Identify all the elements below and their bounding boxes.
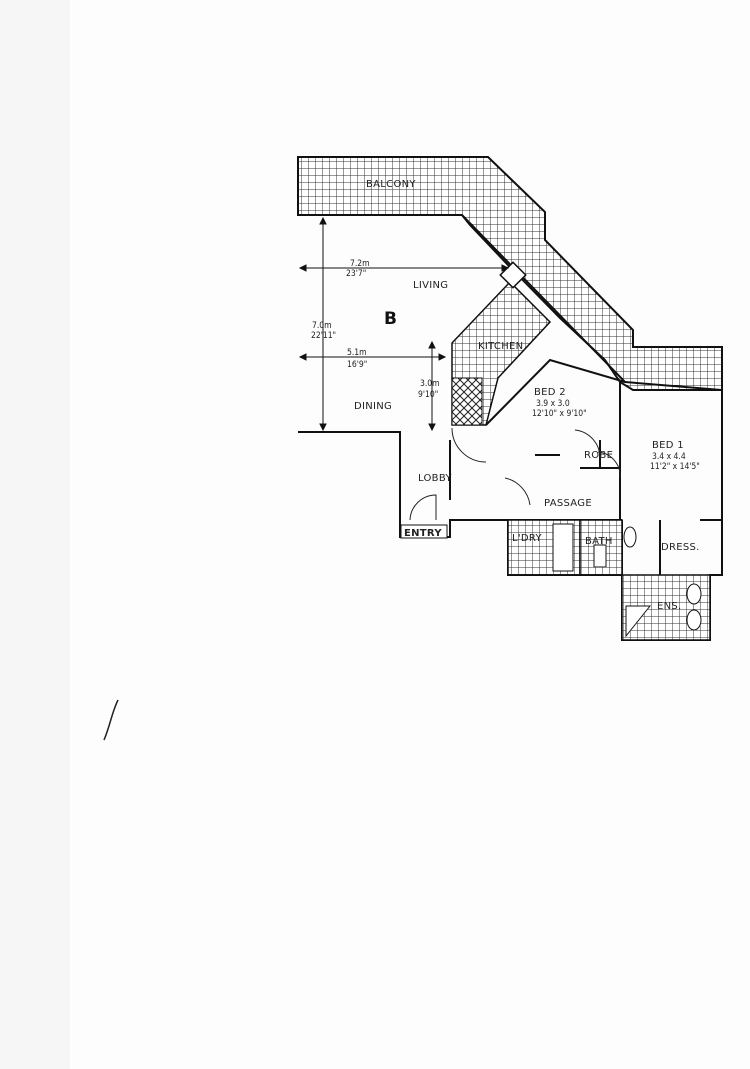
room-label-balcony: BALCONY — [366, 179, 416, 190]
bed2-size-metric: 3.9 x 3.0 — [536, 399, 570, 409]
living-width-metric: 7.2m — [350, 259, 370, 269]
room-label-laundry: L'DRY — [512, 533, 543, 544]
room-label-dining: DINING — [354, 401, 392, 412]
room-label-living: LIVING — [413, 280, 448, 291]
room-label-lobby: LOBBY — [418, 473, 452, 484]
door-swing — [451, 427, 487, 463]
room-label-bed1: BED 1 — [652, 440, 684, 451]
door-swing — [504, 477, 531, 506]
entry-door-swing — [409, 494, 437, 521]
room-label-dress: DRESS. — [661, 542, 700, 553]
unit-letter: B — [384, 309, 397, 329]
room-label-bath: BATH — [585, 536, 613, 547]
basin-icon — [686, 583, 702, 605]
toilet-icon — [593, 544, 607, 568]
room-label-kitchen: KITCHEN — [478, 341, 523, 352]
bed1-size-metric: 3.4 x 4.4 — [652, 452, 686, 462]
kitchen-cross-hatch — [451, 377, 483, 426]
door-swing — [574, 429, 601, 459]
bathtub-icon — [552, 523, 574, 572]
scan-edge-shadow — [0, 0, 70, 1069]
room-label-ensuite: ENS. — [657, 601, 682, 612]
room-label-bed2: BED 2 — [534, 387, 566, 398]
dimension-lines — [298, 216, 510, 432]
dining-width-imperial: 16'9" — [347, 360, 367, 370]
room-label-robe: ROBE — [584, 450, 613, 461]
toilet-icon — [686, 609, 702, 631]
kitchen-dim-metric: 3.0m — [420, 379, 440, 389]
living-depth-imperial: 22'11" — [311, 331, 336, 341]
kitchen-dim-imperial: 9'10" — [418, 390, 438, 400]
dining-width-metric: 5.1m — [347, 348, 367, 358]
room-label-entry: ENTRY — [404, 528, 442, 539]
room-label-passage: PASSAGE — [544, 498, 592, 509]
scan-mark — [103, 699, 119, 741]
shower-icon — [625, 605, 652, 638]
door-swing — [597, 451, 621, 479]
entry-badge — [400, 524, 448, 539]
bed1-size-imperial: 11'2" x 14'5" — [650, 462, 700, 472]
living-depth-metric: 7.0m — [312, 321, 332, 331]
basin-icon — [623, 526, 637, 548]
bed2-size-imperial: 12'10" x 9'10" — [532, 409, 587, 419]
living-width-imperial: 23'7" — [346, 269, 366, 279]
